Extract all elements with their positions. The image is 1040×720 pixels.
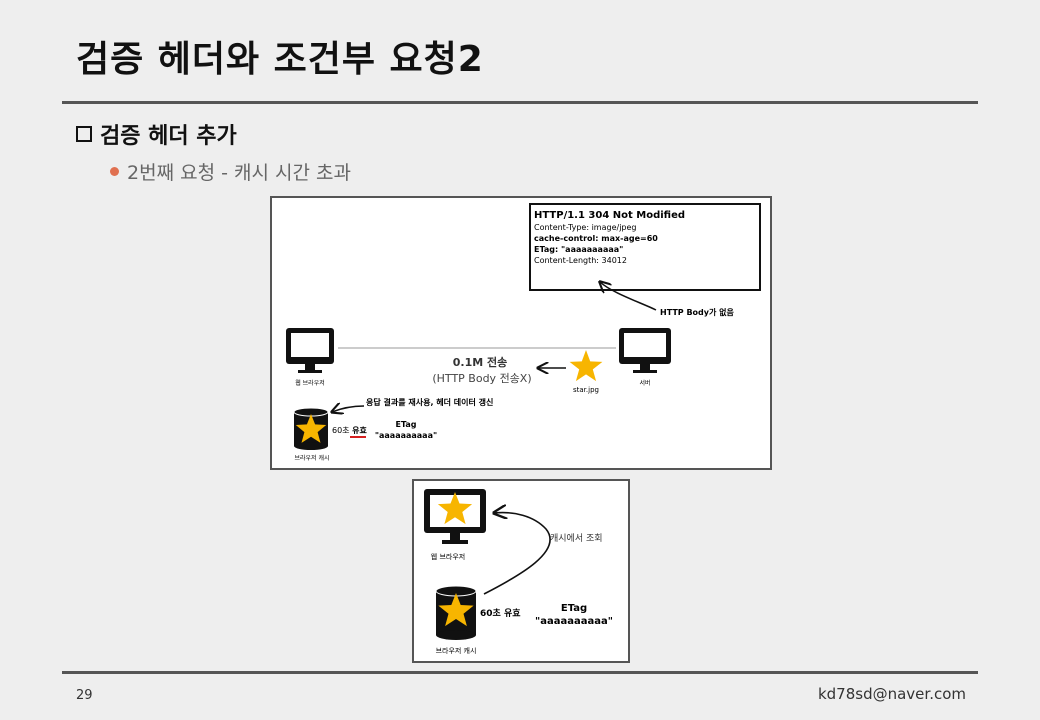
cache-label: 브라우저 캐시 <box>436 646 477 655</box>
client-label: 웹 브라우저 <box>431 552 465 561</box>
status-line: HTTP/1.1 304 Not Modified <box>534 210 685 221</box>
page-number: 29 <box>76 688 93 703</box>
section-heading-text: 검증 헤더 추가 <box>100 124 237 149</box>
author-email: kd78sd@naver.com <box>817 685 966 703</box>
no-body-arrow <box>600 282 657 311</box>
etag-label: ETag <box>561 603 587 614</box>
lookup-label: 캐시에서 조회 <box>550 533 603 544</box>
response-header-box: HTTP/1.1 304 Not Modified Content-Type: … <box>529 203 761 291</box>
valid-prefix: 60초 <box>332 426 352 435</box>
section-heading: 검증 헤더 추가 <box>76 118 237 150</box>
etag-value: "aaaaaaaaaa" <box>375 431 437 440</box>
cached-star-icon <box>438 593 474 627</box>
valid-label: 60초 유효 <box>480 608 521 619</box>
title-divider <box>62 101 978 104</box>
lookup-arrow <box>483 513 551 595</box>
file-label: star.jpg <box>573 386 599 394</box>
valid-word: 유효 <box>352 425 367 435</box>
bullet-text: 2번째 요청 - 캐시 시간 초과 <box>127 162 351 184</box>
etag-label: ETag <box>395 420 416 429</box>
transfer-size: 0.1M 전송 <box>453 355 508 369</box>
transfer-note: (HTTP Body 전송X) <box>432 372 531 385</box>
bullet-dot-icon <box>110 167 119 176</box>
reuse-arrow <box>332 406 365 412</box>
server-label: 서버 <box>639 379 650 387</box>
cached-star-icon <box>295 414 327 443</box>
no-body-note: HTTP Body가 없음 <box>660 307 734 317</box>
square-bullet-icon <box>76 126 92 142</box>
star-file-icon <box>569 350 603 382</box>
etag-value: "aaaaaaaaaa" <box>535 616 613 627</box>
footer-divider <box>62 671 978 674</box>
cache-label: 브라우저 캐시 <box>294 454 329 462</box>
reuse-note: 응답 결과를 재사용, 헤더 데이터 갱신 <box>366 397 493 407</box>
star-image-icon <box>437 492 473 525</box>
valid-label: 60초 유효 <box>332 425 367 435</box>
client-monitor-icon <box>286 328 334 373</box>
diagram-revalidation: HTTP/1.1 304 Not Modified Content-Type: … <box>270 196 772 470</box>
bullet-item: 2번째 요청 - 캐시 시간 초과 <box>110 158 351 185</box>
slide-title: 검증 헤더와 조건부 요청2 <box>76 39 484 80</box>
content-length-line: Content-Length: 34012 <box>534 256 627 265</box>
content-type-line: Content-Type: image/jpeg <box>534 223 637 232</box>
etag-line: ETag: "aaaaaaaaaa" <box>534 245 623 254</box>
server-monitor-icon <box>619 328 671 373</box>
client-label: 웹 브라우저 <box>295 379 325 387</box>
diagram-cache-lookup: 웹 브라우저 캐시에서 조회 브라우저 캐시 60초 유효 ETag "aaaa… <box>412 479 630 663</box>
cache-control-line: cache-control: max-age=60 <box>534 234 658 243</box>
